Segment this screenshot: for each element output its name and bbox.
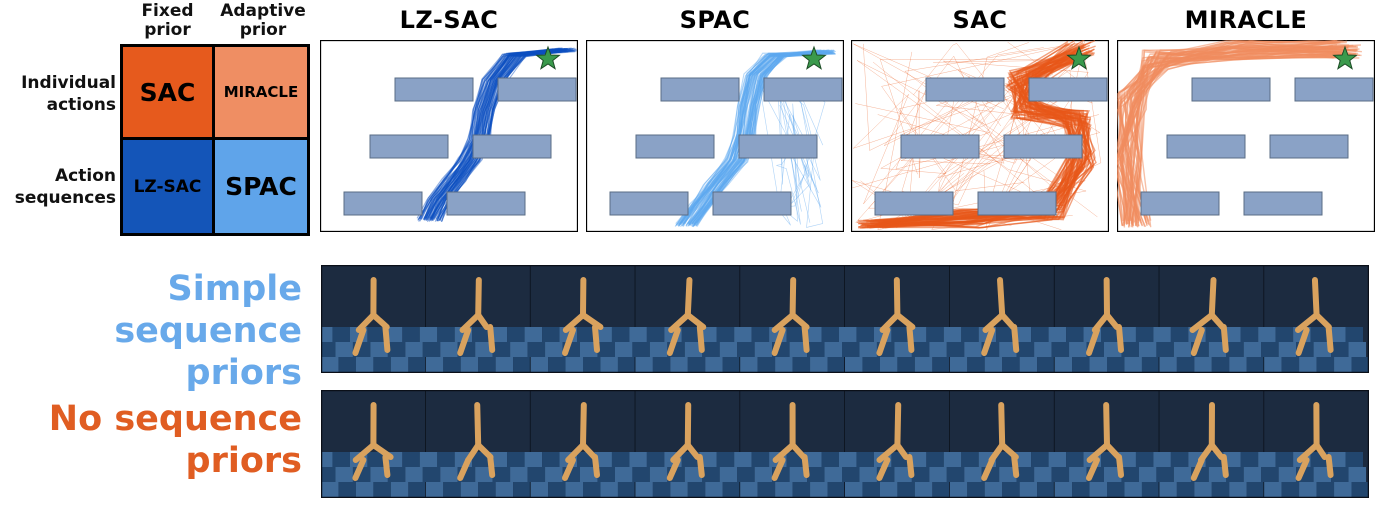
obstacle xyxy=(343,191,423,216)
obstacle xyxy=(1294,77,1374,102)
obstacle xyxy=(1166,134,1246,159)
obstacle xyxy=(446,191,526,216)
panel-title-lz-sac: LZ-SAC xyxy=(399,6,499,34)
goal-star-icon xyxy=(1066,45,1092,70)
walker-frame xyxy=(1048,265,1161,373)
walker-frame xyxy=(1153,390,1265,498)
goal-star-icon xyxy=(535,45,561,70)
trajectory-panel-lz-sac xyxy=(320,40,578,232)
trajectory-panel-spac xyxy=(586,40,844,232)
matrix-cell-miracle: MIRACLE xyxy=(215,47,307,140)
walker-frame xyxy=(321,265,427,373)
walker-frame xyxy=(524,265,637,373)
obstacle xyxy=(763,77,843,102)
walker-frame xyxy=(629,265,741,373)
obstacle xyxy=(635,134,715,159)
obstacle xyxy=(900,134,980,159)
walker-frame xyxy=(943,390,1056,498)
walker-strip-no-sequence-priors xyxy=(321,390,1369,498)
trajectory-panel-miracle xyxy=(1117,40,1375,232)
obstacle xyxy=(1269,134,1349,159)
row-header-action-sequences: Action sequences xyxy=(14,166,116,208)
row-header-individual-actions: Individual actions xyxy=(21,73,116,115)
obstacle xyxy=(1003,134,1083,159)
matrix-cell-lz-sac: LZ-SAC xyxy=(123,140,215,233)
obstacle xyxy=(712,191,792,216)
walker-frame xyxy=(1048,390,1161,498)
obstacle xyxy=(1191,77,1271,102)
trajectory-bundle xyxy=(1117,40,1362,228)
walker-frame xyxy=(1258,265,1369,373)
walker-frame xyxy=(734,390,846,498)
obstacle xyxy=(977,191,1057,216)
obstacle xyxy=(497,77,577,102)
walker-frame xyxy=(1153,265,1265,373)
goal-star-icon xyxy=(801,45,827,70)
obstacle xyxy=(738,134,818,159)
walker-frame xyxy=(943,265,1056,373)
panel-title-sac: SAC xyxy=(952,6,1008,34)
obstacle xyxy=(394,77,474,102)
obstacle xyxy=(472,134,552,159)
walker-frame xyxy=(629,390,741,498)
walker-frame xyxy=(839,390,951,498)
walker-frame xyxy=(839,265,951,373)
walker-frame xyxy=(419,265,532,373)
obstacle xyxy=(925,77,1005,102)
goal-star-icon xyxy=(1332,45,1358,70)
walker-frame xyxy=(734,265,846,373)
col-header-adaptive-prior: Adaptive prior xyxy=(220,1,306,40)
obstacle xyxy=(874,191,954,216)
matrix-cell-sac: SAC xyxy=(123,47,215,140)
col-header-fixed-prior: Fixed prior xyxy=(141,1,194,40)
obstacle xyxy=(369,134,449,159)
walker-frame xyxy=(321,390,427,498)
obstacle xyxy=(1140,191,1220,216)
panel-title-miracle: MIRACLE xyxy=(1184,6,1308,34)
obstacle xyxy=(1243,191,1323,216)
walker-frame xyxy=(419,390,532,498)
obstacle xyxy=(660,77,740,102)
obstacle xyxy=(609,191,689,216)
prior-matrix: SAC MIRACLE LZ-SAC SPAC xyxy=(120,44,310,236)
panel-title-spac: SPAC xyxy=(679,6,751,34)
walker-frame xyxy=(524,390,637,498)
matrix-cell-spac: SPAC xyxy=(215,140,307,233)
obstacle xyxy=(1028,77,1108,102)
trajectory-panel-sac xyxy=(851,40,1109,232)
walker-frame xyxy=(1258,390,1369,498)
walker-strip-simple-sequence-priors xyxy=(321,265,1369,373)
